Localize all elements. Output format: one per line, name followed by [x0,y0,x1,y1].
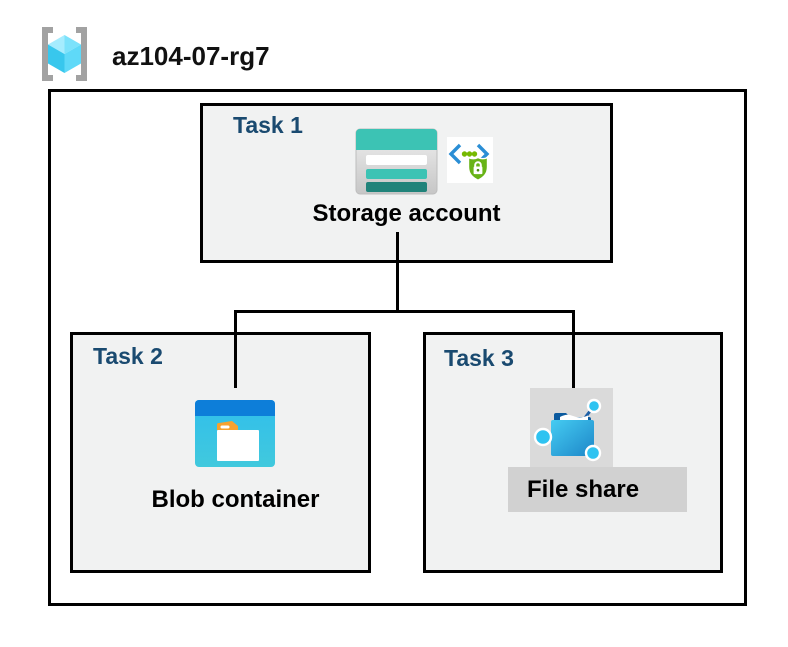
connector-storage-stem [396,232,399,313]
storage-account-caption: Storage account [312,200,501,227]
task1-label: Task 1 [233,112,303,138]
task2-label: Task 2 [93,343,163,369]
connector-to-blob-container [234,310,237,388]
secure-access-icon [447,137,493,183]
task2-box: Task 2 [70,332,371,573]
file-share-caption-band: File share [508,467,687,512]
connector-to-file-share [572,310,575,388]
resource-group-name: az104-07-rg7 [112,41,270,71]
blob-container-caption: Blob container [151,486,320,513]
connector-horizontal [234,310,575,313]
task3-label: Task 3 [444,345,514,371]
storage-account-icon [355,128,438,195]
blob-container-icon [195,400,275,467]
file-share-icon [533,398,602,462]
file-share-icon-backdrop [530,388,613,468]
file-share-caption: File share [527,476,640,503]
resource-group-icon [42,27,87,81]
